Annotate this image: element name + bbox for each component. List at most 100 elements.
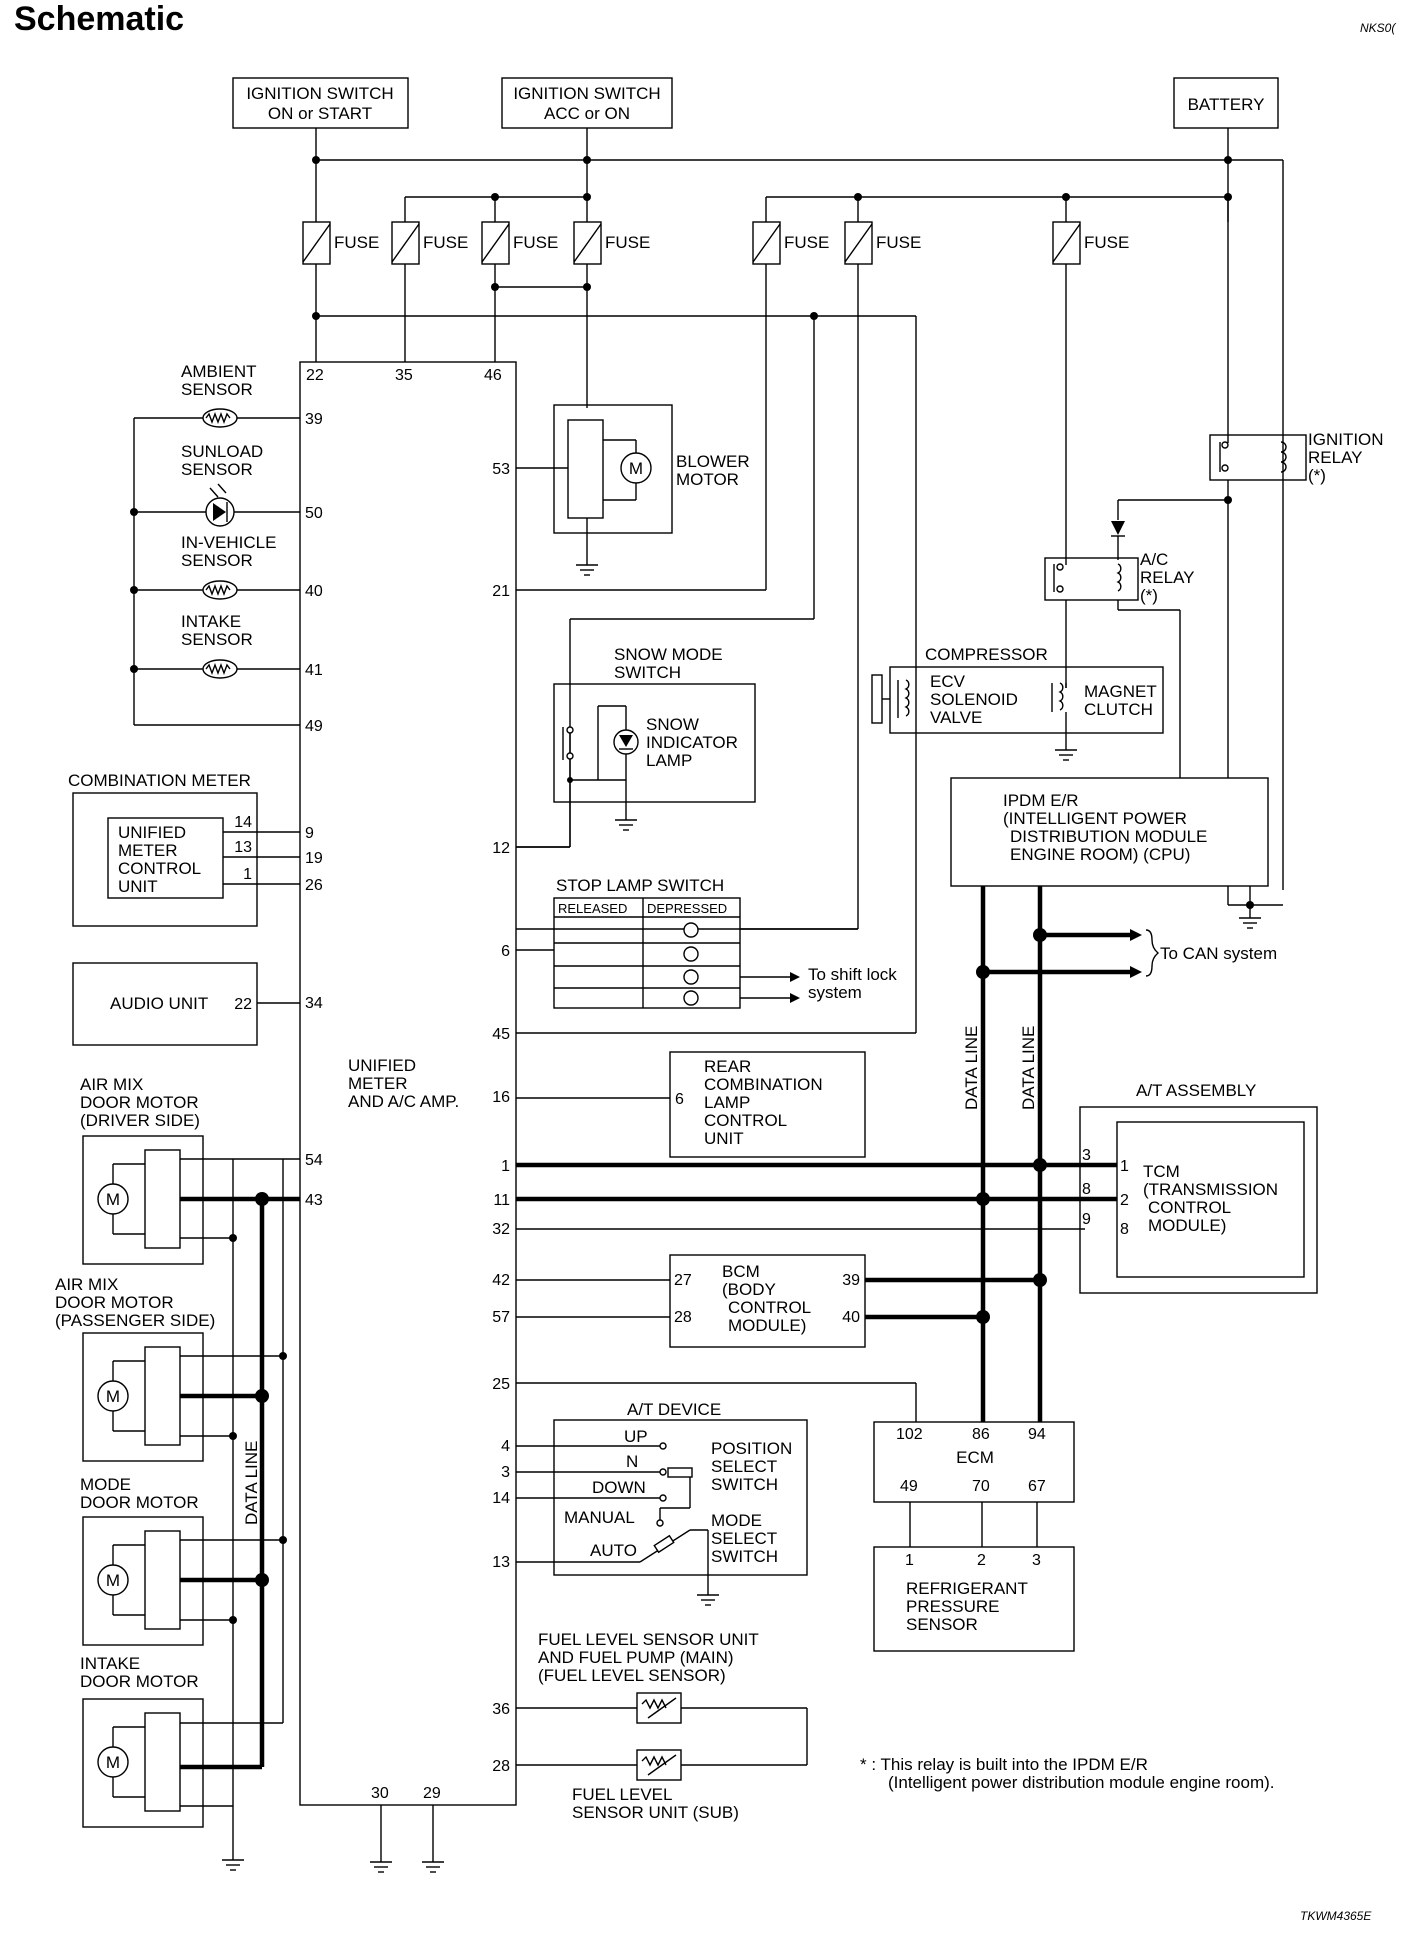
can-data-lines: To CAN system DATA LINE DATA LINE bbox=[962, 886, 1277, 1422]
fuse-6: FUSE bbox=[844, 221, 921, 265]
svg-text:CONTROL: CONTROL bbox=[728, 1298, 811, 1317]
svg-text:1: 1 bbox=[1120, 1158, 1129, 1175]
svg-text:9: 9 bbox=[305, 825, 314, 842]
svg-text:8: 8 bbox=[1120, 1221, 1129, 1238]
svg-text:AUDIO UNIT: AUDIO UNIT bbox=[110, 994, 208, 1013]
battery: BATTERY bbox=[1173, 77, 1279, 129]
svg-text:CONTROL: CONTROL bbox=[704, 1111, 787, 1130]
svg-text:M: M bbox=[106, 1571, 120, 1590]
svg-text:1: 1 bbox=[243, 866, 252, 883]
ground-symbol bbox=[1055, 749, 1077, 761]
svg-text:DISTRIBUTION MODULE: DISTRIBUTION MODULE bbox=[1010, 827, 1207, 846]
svg-text:ECM: ECM bbox=[956, 1448, 994, 1467]
svg-text:MANUAL: MANUAL bbox=[564, 1508, 635, 1527]
svg-text:A/C: A/C bbox=[1140, 550, 1168, 569]
svg-text:34: 34 bbox=[305, 995, 323, 1012]
svg-text:IGNITION SWITCH: IGNITION SWITCH bbox=[246, 84, 393, 103]
footnote: * : This relay is built into the IPDM E/… bbox=[860, 1755, 1274, 1792]
svg-text:(*): (*) bbox=[1140, 586, 1158, 605]
intake-door-motor: INTAKE DOOR MOTOR M bbox=[80, 1654, 283, 1828]
svg-text:UNIFIED: UNIFIED bbox=[348, 1056, 416, 1075]
svg-text:8: 8 bbox=[1082, 1181, 1091, 1198]
svg-text:1: 1 bbox=[501, 1158, 510, 1175]
svg-text:30: 30 bbox=[371, 1785, 389, 1802]
svg-text:RELAY: RELAY bbox=[1308, 448, 1363, 467]
svg-text:M: M bbox=[629, 459, 643, 478]
svg-text:25: 25 bbox=[492, 1376, 510, 1393]
fuse-5: FUSE bbox=[752, 221, 829, 265]
svg-text:DOWN: DOWN bbox=[592, 1478, 646, 1497]
unified-meter-ac-amp: 22 35 46 UNIFIED METER AND A/C AMP. 30 2… bbox=[299, 361, 517, 1873]
svg-text:FUSE: FUSE bbox=[334, 233, 379, 252]
svg-text:RELAY: RELAY bbox=[1140, 568, 1195, 587]
door-motors: DATA LINE AIR MIX DOOR MOTOR (DRIVER SID… bbox=[55, 1075, 300, 1871]
svg-text:3: 3 bbox=[1032, 1552, 1041, 1569]
svg-text:CONTROL: CONTROL bbox=[1148, 1198, 1231, 1217]
fuse-7: FUSE bbox=[1052, 221, 1129, 265]
svg-text:(BODY: (BODY bbox=[722, 1280, 776, 1299]
svg-text:(INTELLIGENT POWER: (INTELLIGENT POWER bbox=[1003, 809, 1187, 828]
blower-motor: M BLOWER MOTOR bbox=[516, 404, 750, 576]
svg-text:AMBIENT: AMBIENT bbox=[181, 362, 257, 381]
svg-text:DOOR MOTOR: DOOR MOTOR bbox=[80, 1493, 199, 1512]
svg-text:9: 9 bbox=[1082, 1211, 1091, 1228]
ground-symbol bbox=[615, 819, 637, 831]
svg-text:BCM: BCM bbox=[722, 1262, 760, 1281]
svg-text:102: 102 bbox=[896, 1426, 923, 1443]
svg-text:IGNITION: IGNITION bbox=[1308, 430, 1384, 449]
rear-combination-lamp-control-unit: 6 REAR COMBINATION LAMP CONTROL UNIT bbox=[516, 1051, 866, 1158]
svg-text:46: 46 bbox=[484, 367, 502, 384]
svg-text:35: 35 bbox=[395, 367, 413, 384]
svg-text:AIR MIX: AIR MIX bbox=[80, 1075, 143, 1094]
page-ref-top: NKS0( bbox=[1360, 21, 1397, 35]
svg-text:A/T ASSEMBLY: A/T ASSEMBLY bbox=[1136, 1081, 1256, 1100]
svg-text:22: 22 bbox=[306, 367, 324, 384]
svg-text:AND A/C AMP.: AND A/C AMP. bbox=[348, 1092, 459, 1111]
mode-door-motor: MODE DOOR MOTOR M bbox=[80, 1475, 283, 1646]
fuses: FUSE FUSE FUSE FUSE FUSE FUSE FUSE bbox=[302, 221, 1129, 265]
page-ref-bottom: TKWM4365E bbox=[1300, 1909, 1372, 1923]
svg-text:27: 27 bbox=[674, 1272, 692, 1289]
svg-text:MODE: MODE bbox=[711, 1511, 762, 1530]
ac-relay: A/C RELAY (*) bbox=[1044, 521, 1195, 778]
svg-text:29: 29 bbox=[423, 1785, 441, 1802]
svg-text:IGNITION SWITCH: IGNITION SWITCH bbox=[513, 84, 660, 103]
svg-text:REAR: REAR bbox=[704, 1057, 751, 1076]
at-assembly: A/T ASSEMBLY 3 8 9 1 2 8 TCM (TRANSMISSI… bbox=[1079, 1081, 1318, 1294]
svg-text:INDICATOR: INDICATOR bbox=[646, 733, 738, 752]
ecm: 102 86 94 ECM 49 70 67 bbox=[873, 1421, 1075, 1547]
svg-text:To shift lock: To shift lock bbox=[808, 965, 897, 984]
svg-text:UNIT: UNIT bbox=[118, 877, 158, 896]
svg-text:28: 28 bbox=[674, 1309, 692, 1326]
svg-text:IN-VEHICLE: IN-VEHICLE bbox=[181, 533, 276, 552]
svg-text:57: 57 bbox=[492, 1309, 510, 1326]
svg-text:16: 16 bbox=[492, 1089, 510, 1106]
page-title: Schematic bbox=[14, 0, 184, 38]
ignition-switch-on-start: IGNITION SWITCH ON or START bbox=[232, 77, 409, 129]
svg-text:DOOR MOTOR: DOOR MOTOR bbox=[80, 1093, 199, 1112]
svg-text:SUNLOAD: SUNLOAD bbox=[181, 442, 263, 461]
svg-text:SWITCH: SWITCH bbox=[711, 1475, 778, 1494]
air-mix-door-motor-driver: AIR MIX DOOR MOTOR (DRIVER SIDE) M bbox=[80, 1075, 262, 1265]
svg-text:A/T DEVICE: A/T DEVICE bbox=[627, 1400, 721, 1419]
amp-left-pins: 39 50 40 41 49 9 19 26 34 54 43 bbox=[305, 411, 323, 1209]
ignition-relay: IGNITION RELAY (*) bbox=[1117, 430, 1384, 778]
svg-text:SENSOR: SENSOR bbox=[181, 630, 253, 649]
svg-text:FUSE: FUSE bbox=[423, 233, 468, 252]
svg-text:AND FUEL PUMP (MAIN): AND FUEL PUMP (MAIN) bbox=[538, 1648, 734, 1667]
svg-text:INTAKE: INTAKE bbox=[181, 612, 241, 631]
svg-text:SNOW: SNOW bbox=[646, 715, 699, 734]
svg-text:49: 49 bbox=[305, 718, 323, 735]
svg-text:53: 53 bbox=[492, 461, 510, 478]
svg-text:CLUTCH: CLUTCH bbox=[1084, 700, 1153, 719]
amp-right-pins: 53 21 12 6 45 16 1 11 32 42 57 25 4 3 14… bbox=[492, 461, 510, 1775]
svg-text:40: 40 bbox=[842, 1309, 860, 1326]
sunload-sensor: SUNLOAD SENSOR bbox=[181, 442, 263, 527]
in-vehicle-sensor: IN-VEHICLE SENSOR bbox=[181, 533, 276, 600]
svg-text:39: 39 bbox=[842, 1272, 860, 1289]
svg-text:POSITION: POSITION bbox=[711, 1439, 792, 1458]
svg-text:ON or START: ON or START bbox=[268, 104, 372, 123]
ground-symbol bbox=[1239, 917, 1261, 929]
svg-text:6: 6 bbox=[501, 943, 510, 960]
svg-text:UNIFIED: UNIFIED bbox=[118, 823, 186, 842]
